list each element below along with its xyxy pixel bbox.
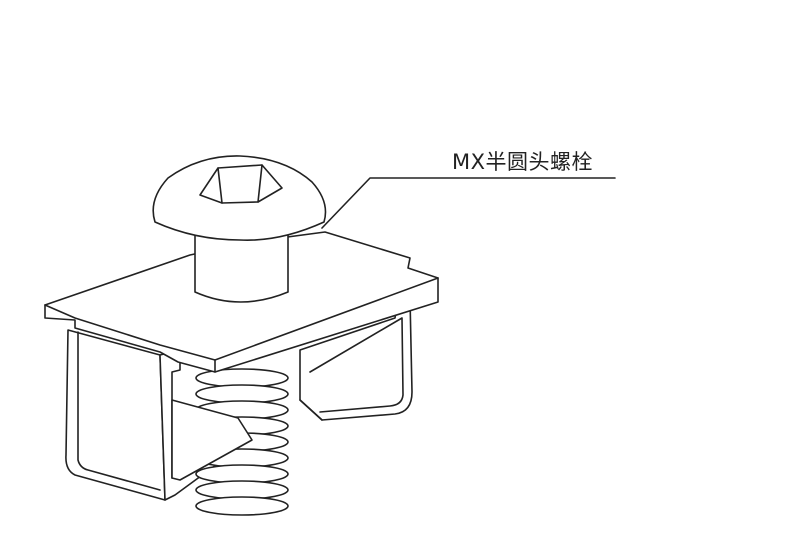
bracket-right-leg bbox=[299, 297, 413, 421]
bolt-thread bbox=[195, 368, 289, 516]
callout-leader-line bbox=[321, 177, 616, 229]
callout-label: MX半圆头螺栓 bbox=[452, 150, 594, 174]
bolt-head-dome bbox=[152, 155, 327, 241]
thread-ring bbox=[195, 496, 289, 516]
clip-tongue bbox=[171, 399, 253, 481]
bolt-neck bbox=[194, 221, 289, 303]
